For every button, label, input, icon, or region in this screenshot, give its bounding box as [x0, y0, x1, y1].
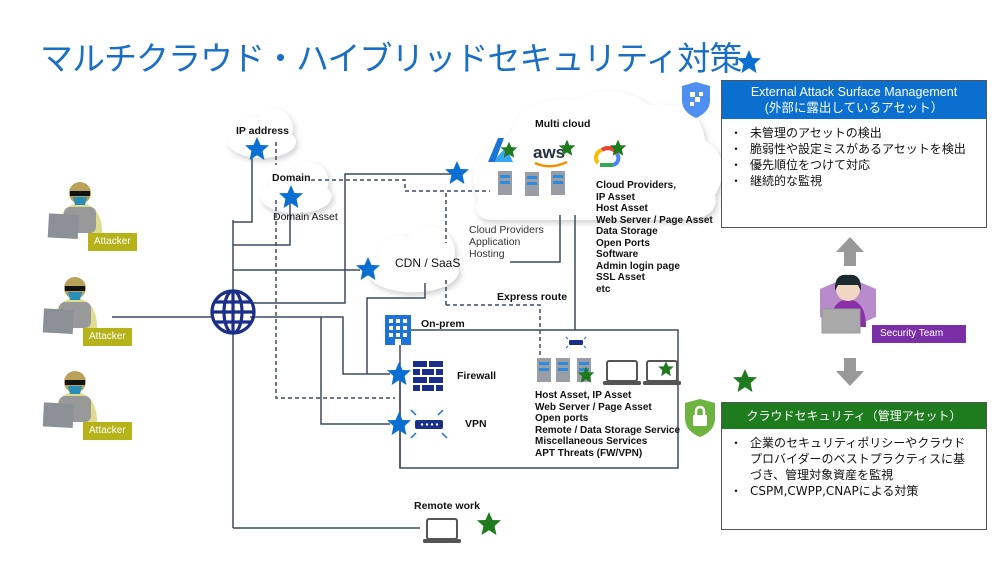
remote-work-label: Remote work [414, 500, 480, 512]
remote-laptop-icon [422, 518, 462, 544]
cloud-security-panel: クラウドセキュリティ（管理アセット） 企業のセキュリティポリシーやクラウドプロバ… [721, 402, 987, 530]
arrow-up-icon [836, 237, 864, 266]
multi-cloud-label: Multi cloud [535, 118, 591, 130]
arrow-icons [836, 237, 864, 386]
router-small-icon [565, 336, 587, 349]
list-item: 企業のセキュリティポリシーやクラウドプロバイダーのベストプラクティスに基づき、管… [730, 435, 976, 483]
attacker-tag: Attacker [83, 328, 132, 346]
azure-logo [488, 138, 513, 162]
aws-logo: aws [533, 143, 568, 168]
list-item: 継続的な監視 [730, 173, 986, 189]
list-item: 優先順位をつけて対応 [730, 157, 986, 173]
star-firewall [387, 362, 411, 385]
security-team-tag: Security Team [872, 325, 966, 343]
star-vpn [387, 412, 411, 435]
page-title: マルチクラウド・ハイブリッドセキュリティ対策 [40, 39, 742, 78]
domain-label: Domain [272, 172, 311, 184]
cloud-security-list: 企業のセキュリティポリシーやクラウドプロバイダーのベストプラクティスに基づき、管… [722, 435, 986, 499]
attacker-tag: Attacker [88, 233, 137, 251]
cloud-security-header: クラウドセキュリティ（管理アセット） [722, 403, 986, 429]
star-multicloud [445, 161, 469, 184]
building-icon [385, 315, 411, 345]
firewall-icon [413, 361, 443, 391]
firewall-label: Firewall [457, 370, 497, 382]
vpn-label: VPN [465, 418, 487, 430]
arrow-down-icon [836, 358, 864, 386]
cloud-providers-hosting-text: Cloud Providers Application Hosting [469, 224, 544, 260]
easm-shield-icon [682, 82, 710, 118]
onprem-asset-list: Host Asset, IP Asset Web Server / Page A… [535, 390, 681, 459]
on-prem-label: On-prem [421, 318, 465, 330]
attacker-figures [42, 182, 102, 428]
solid-connection-lines [112, 153, 679, 529]
list-item: 脆弱性や設定ミスがあるアセットを検出 [730, 141, 986, 157]
attacker-tag: Attacker [83, 422, 132, 440]
security-team-figure [820, 274, 876, 334]
list-item: CSPM,CWPP,CNAPによる対策 [730, 483, 976, 499]
svg-text:aws: aws [533, 143, 565, 162]
easm-panel: External Attack Surface Management (外部に露… [721, 80, 987, 228]
ip-address-label: IP address [236, 125, 289, 137]
cloud-server-icons [498, 171, 565, 196]
cdn-saas-label: CDN / SaaS [395, 256, 461, 270]
cloud-asset-list: Cloud Providers, IP Asset Host Asset Web… [596, 180, 713, 295]
lock-shield-icon [685, 399, 715, 437]
easm-list: 未管理のアセットの検出 脆弱性や設定ミスがあるアセットを検出 優先順位をつけて対… [722, 125, 986, 189]
star-easm [737, 50, 761, 73]
domain-asset-label: Domain Asset [273, 211, 338, 223]
vpn-router-icon [410, 409, 448, 439]
list-item: 未管理のアセットの検出 [730, 125, 986, 141]
easm-header: External Attack Surface Management (外部に露… [722, 81, 986, 119]
globe-icon [210, 289, 256, 335]
express-route-label: Express route [497, 291, 568, 303]
dashed-connection-lines [275, 142, 541, 399]
